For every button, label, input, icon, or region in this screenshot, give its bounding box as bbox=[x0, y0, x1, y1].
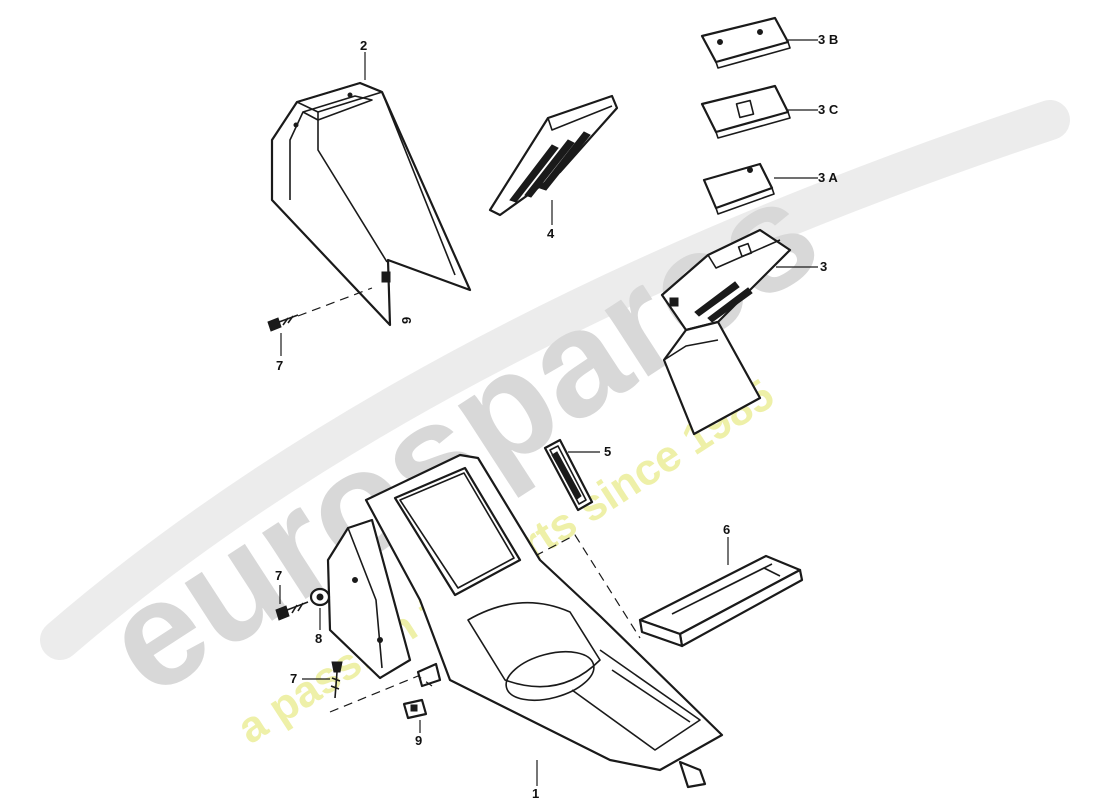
callout-3: 3 bbox=[820, 259, 827, 274]
callout-4: 4 bbox=[547, 226, 555, 241]
callout-3a: 3 A bbox=[818, 170, 838, 185]
part-3b-plate bbox=[700, 16, 791, 69]
callout-9-low: 9 bbox=[415, 733, 422, 748]
part-2-cover bbox=[270, 81, 472, 327]
callout-2: 2 bbox=[360, 38, 367, 53]
dash-9-to-1 bbox=[329, 675, 433, 713]
part-3-bracket bbox=[660, 228, 792, 436]
callout-6: 6 bbox=[723, 522, 730, 537]
screw-7-top bbox=[267, 287, 373, 356]
washer-8 bbox=[309, 587, 331, 630]
callout-1: 1 bbox=[532, 786, 539, 800]
part-4-tray bbox=[488, 94, 619, 217]
watermark-swoosh bbox=[40, 100, 1070, 660]
callout-3c: 3 C bbox=[818, 102, 839, 117]
callout-3b: 3 B bbox=[818, 32, 838, 47]
clip-9-low bbox=[402, 698, 428, 733]
part-3a-plate bbox=[702, 162, 775, 215]
callout-7-low: 7 bbox=[290, 671, 297, 686]
part-6-box bbox=[638, 554, 804, 648]
callout-8: 8 bbox=[315, 631, 322, 646]
callout-9-top: 9 bbox=[399, 317, 414, 324]
callout-7-mid: 7 bbox=[275, 568, 282, 583]
callout-7-top: 7 bbox=[276, 358, 283, 373]
screw-7-low bbox=[302, 661, 343, 699]
part-5-grille bbox=[543, 438, 594, 512]
screw-7-mid bbox=[275, 585, 309, 621]
part-1-console bbox=[326, 453, 724, 789]
dash-6-to-1 bbox=[534, 534, 641, 639]
callout-5: 5 bbox=[604, 444, 611, 459]
part-3c-plate bbox=[700, 84, 791, 139]
